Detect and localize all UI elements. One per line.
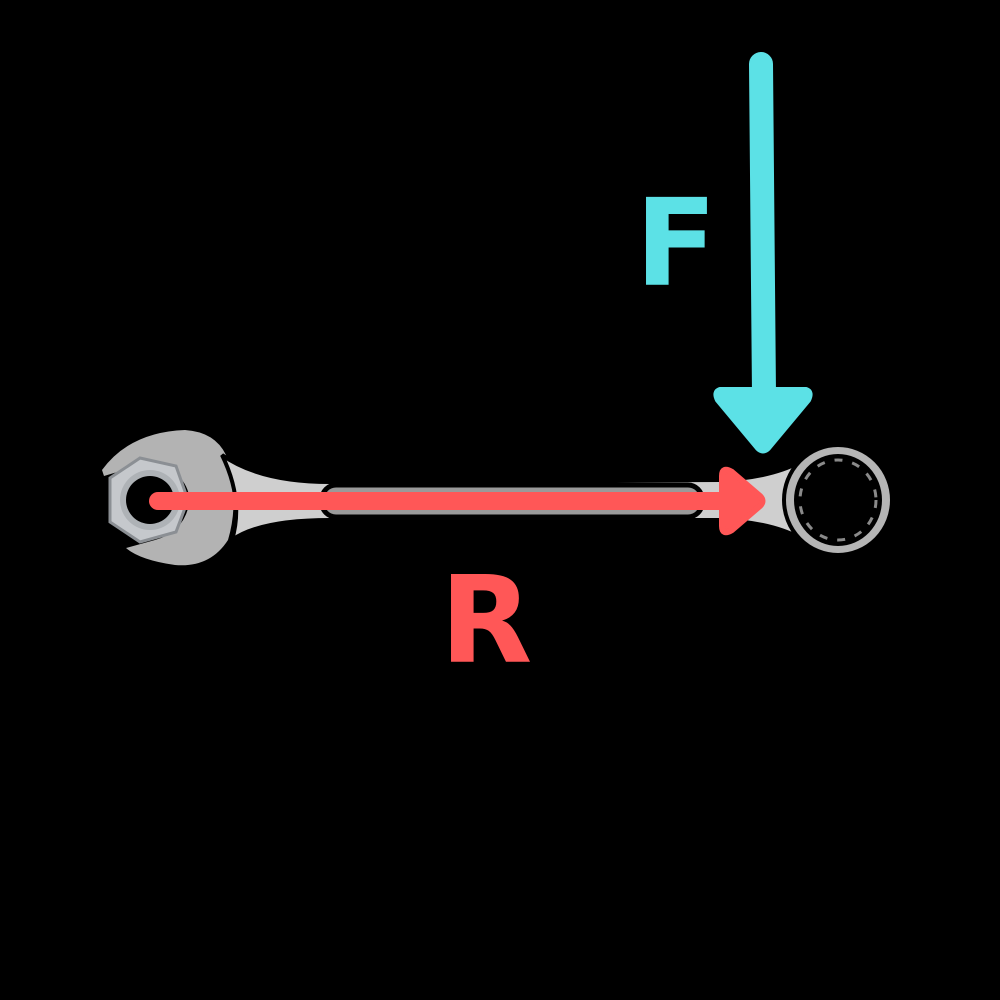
radius-label: R <box>440 552 532 691</box>
force-arrow <box>713 52 813 454</box>
radius-arrow <box>149 466 766 536</box>
force-label: F <box>635 175 717 314</box>
